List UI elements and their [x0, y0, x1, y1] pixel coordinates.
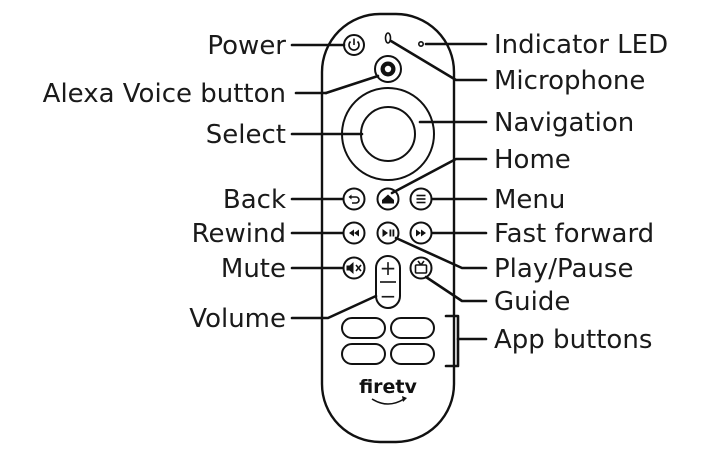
label-fast-forward: Fast forward [494, 219, 654, 249]
app-button[interactable] [390, 317, 435, 339]
leader-line [394, 236, 488, 270]
indicator-led [417, 40, 424, 47]
home-icon [382, 194, 394, 204]
label-indicator-led: Indicator LED [494, 30, 668, 60]
label-mute: Mute [221, 254, 286, 284]
leader-line [324, 74, 380, 95]
leader-line [290, 294, 378, 320]
firetv-logo: firetv [359, 376, 418, 405]
label-microphone: Microphone [494, 66, 645, 96]
volume-rocker[interactable]: + − [375, 255, 401, 309]
fast-forward-icon [416, 229, 426, 237]
alexa-voice-button[interactable] [374, 55, 402, 83]
fast-forward-button[interactable] [409, 221, 433, 245]
label-play-pause: Play/Pause [494, 254, 633, 284]
power-icon [348, 40, 360, 51]
rewind-button[interactable] [342, 221, 366, 245]
microphone-hole [384, 32, 392, 44]
label-home: Home [494, 145, 571, 175]
label-app-buttons: App buttons [494, 325, 652, 355]
play-pause-icon [382, 229, 395, 237]
volume-plus-label: + [380, 256, 397, 280]
label-rewind: Rewind [192, 219, 286, 249]
leader-line [390, 157, 488, 195]
mute-button[interactable] [342, 256, 366, 280]
guide-icon [414, 260, 428, 274]
brand-label: firetv [359, 376, 417, 398]
app-button[interactable] [341, 317, 386, 339]
leader-line [389, 39, 488, 82]
label-guide: Guide [494, 287, 570, 317]
menu-icon [416, 194, 426, 204]
volume-minus-label: − [380, 284, 397, 308]
back-button[interactable] [342, 187, 366, 211]
label-alexa: Alexa Voice button [43, 79, 286, 109]
label-menu: Menu [494, 185, 565, 215]
app-button[interactable] [341, 343, 386, 365]
power-button[interactable] [343, 34, 365, 56]
label-power: Power [207, 31, 286, 61]
label-back: Back [223, 185, 286, 215]
guide-button[interactable] [409, 256, 433, 280]
rewind-icon [349, 229, 359, 237]
mute-icon [346, 262, 362, 274]
app-button[interactable] [390, 343, 435, 365]
label-navigation: Navigation [494, 108, 634, 138]
label-volume: Volume [189, 304, 286, 334]
back-icon [350, 196, 360, 204]
play-pause-button[interactable] [376, 221, 400, 245]
leader-line [424, 275, 488, 303]
select-button[interactable] [360, 106, 416, 162]
smile-icon [371, 398, 405, 405]
menu-button[interactable] [409, 187, 433, 211]
bracket [444, 314, 460, 368]
label-select: Select [206, 120, 286, 150]
